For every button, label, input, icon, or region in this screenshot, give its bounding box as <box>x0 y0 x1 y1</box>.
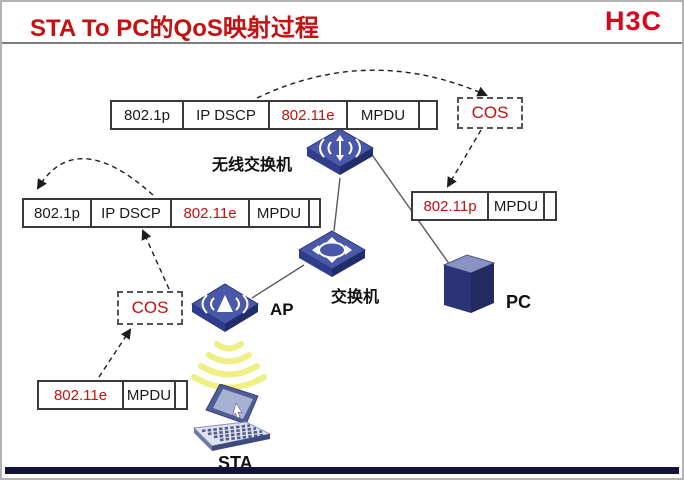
cos-badge-bottom: COS <box>117 291 183 325</box>
ap-icon <box>191 283 259 332</box>
cos-badge-top: COS <box>457 97 523 129</box>
switch-icon <box>297 230 367 277</box>
pc-icon <box>442 254 496 313</box>
frame-cell: MPDU <box>348 102 420 128</box>
laptop-icon <box>192 384 272 451</box>
mapping-arrows <box>36 69 488 378</box>
frame-cell-tail <box>310 200 319 226</box>
arrow-cos-to-wireless-frame <box>141 229 170 290</box>
solid-links <box>251 151 451 299</box>
arrow-cos-to-pc-frame <box>446 129 482 188</box>
frame-cell: 802.11e <box>39 382 124 408</box>
arrow-frame-to-cos-top <box>256 69 488 99</box>
arrow-dscp-to-8021p <box>36 157 154 196</box>
ap-label: AP <box>270 300 294 319</box>
frame-cell: 802.11p <box>413 193 489 219</box>
frame-uplink-wired: 802.1p IP DSCP 802.11e MPDU <box>110 100 438 130</box>
frame-cell-tail <box>545 193 555 219</box>
frame-cell: MPDU <box>489 193 545 219</box>
frame-cell: 802.1p <box>112 102 184 128</box>
link-wireless-switch-to-switch <box>333 177 341 232</box>
wireless-switch-label: 无线交换机 <box>212 157 293 174</box>
bottom-bar <box>5 467 679 474</box>
wireless-switch-icon <box>305 128 375 175</box>
frame-cell: 802.1p <box>24 200 92 226</box>
page-title: STA To PC的QoS映射过程 <box>30 15 319 42</box>
frame-sta: 802.11e MPDU <box>37 380 188 410</box>
link-wireless-switch-to-pc <box>369 151 451 266</box>
frame-cell-tail <box>176 382 186 408</box>
pc-label: PC <box>506 292 532 312</box>
frame-pc: 802.11p MPDU <box>411 191 557 221</box>
h3c-logo: H3C <box>604 6 662 36</box>
frame-uplink-wireless: 802.1p IP DSCP 802.11e MPDU <box>22 198 321 228</box>
switch-label: 交换机 <box>331 289 380 306</box>
frame-cell-tail <box>420 102 436 128</box>
frame-cell: MPDU <box>124 382 176 408</box>
title-divider <box>2 42 682 44</box>
arrow-sta-frame-to-cos <box>98 328 132 378</box>
frame-cell: 802.11e <box>270 102 348 128</box>
frame-cell: MPDU <box>250 200 310 226</box>
frame-cell: IP DSCP <box>92 200 172 226</box>
frame-cell: 802.11e <box>172 200 250 226</box>
link-switch-to-ap <box>251 264 305 299</box>
frame-cell: IP DSCP <box>184 102 270 128</box>
